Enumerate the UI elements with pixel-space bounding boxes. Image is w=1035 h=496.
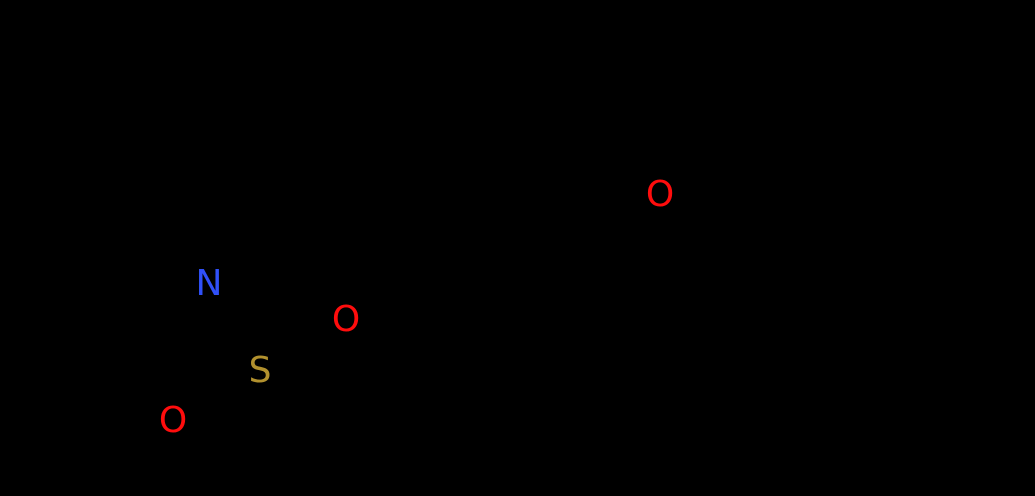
sulfur-atom-label: S xyxy=(248,350,272,391)
oxygen-atom-label-sulfonyl-2: O xyxy=(158,400,188,441)
oxygen-atom-label-carbonyl: O xyxy=(645,174,675,215)
oxygen-atom-label-sulfonyl-1: O xyxy=(331,299,361,340)
nitrogen-atom-label: N xyxy=(195,263,223,304)
bonds xyxy=(172,285,347,425)
